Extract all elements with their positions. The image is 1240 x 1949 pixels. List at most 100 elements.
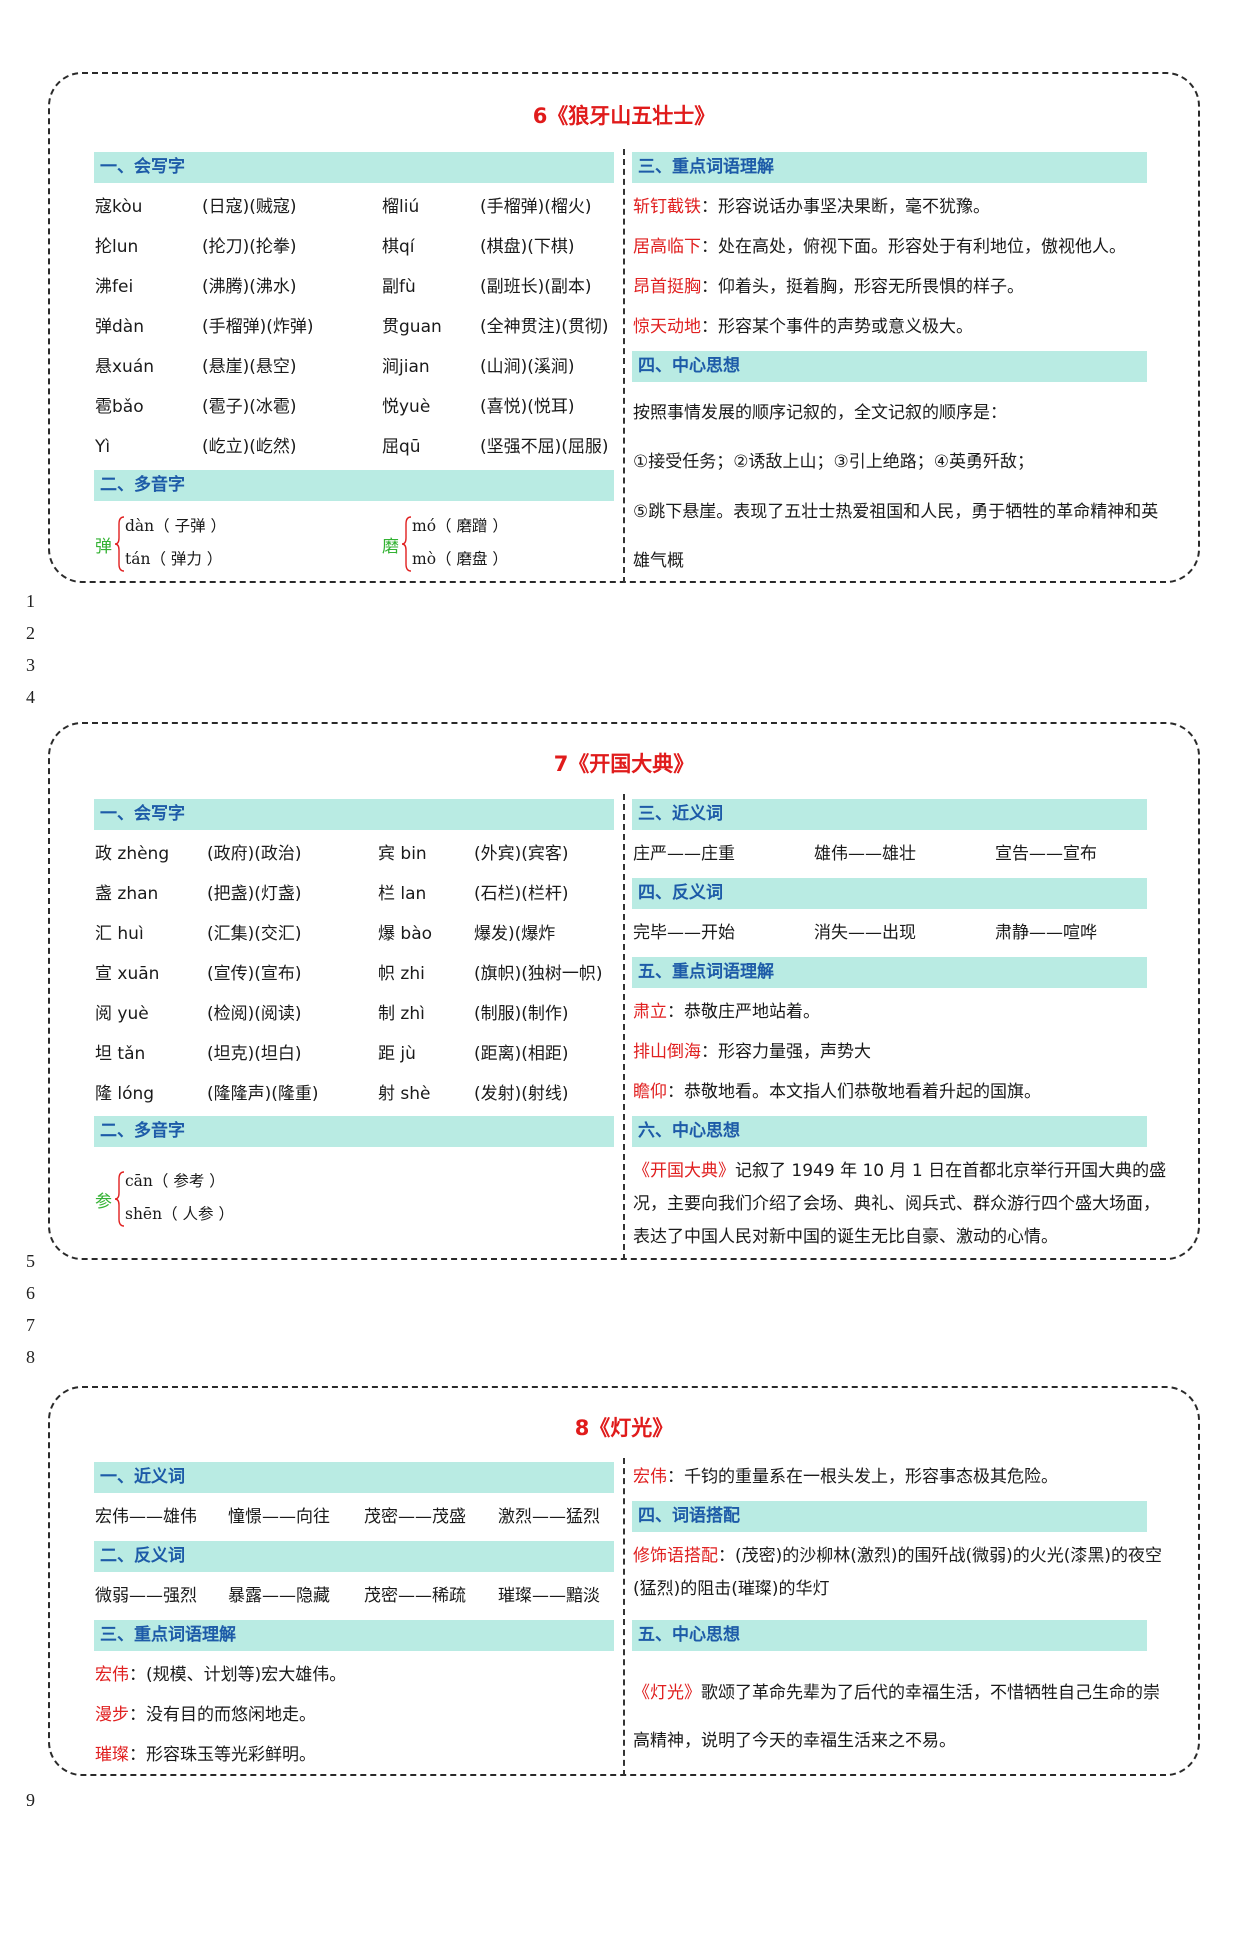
char-words: (日寇)(贼寇) [202, 197, 297, 217]
main-idea-line: 雄气概 [633, 551, 684, 571]
line-number: 6 [26, 1283, 35, 1303]
line-number: 3 [26, 655, 35, 675]
section-header: 五、重点词语理解 [632, 957, 1147, 988]
main-idea-line: ⑤跳下悬崖。表现了五壮士热爱祖国和人民，勇于牺牲的革命精神和英 [633, 502, 1159, 522]
main-idea-line: 《开国大典》记叙了 1949 年 10 月 1 日在首都北京举行开国大典的盛 [633, 1160, 1166, 1182]
synonym-pair: 憧憬——向往 [228, 1507, 330, 1527]
char-pinyin: 阅 yuè [95, 1004, 149, 1024]
key-term-definition: ：千钧的重量系在一根头发上，形容事态极其危险。 [667, 1467, 1058, 1487]
char-words: (手榴弹)(炸弹) [202, 317, 314, 337]
key-term: 宏伟 [95, 1665, 129, 1685]
polyphone-reading: shēn（ 人参 ） [125, 1205, 234, 1223]
lesson-8-title: 8《灯光》 [574, 1416, 674, 1440]
column-divider [623, 1458, 625, 1776]
key-term-line: 排山倒海：形容力量强，声势大 [633, 1041, 871, 1063]
key-term-line: 璀璨：形容珠玉等光彩鲜明。 [95, 1744, 316, 1766]
line-number: 2 [26, 623, 35, 643]
key-term: 斩钉截铁 [633, 197, 701, 217]
key-term-line: 昂首挺胸：仰着头，挺着胸，形容无所畏惧的样子。 [633, 276, 1024, 298]
polyphone-char: 磨 [382, 537, 399, 557]
line-number: 9 [26, 1790, 35, 1810]
char-pinyin: 宣 xuān [95, 964, 160, 984]
key-term-definition: ：没有目的而悠闲地走。 [129, 1705, 316, 1725]
char-pinyin: 政 zhèng [95, 844, 170, 864]
key-term-definition: ：处在高处，俯视下面。形容处于有利地位，傲视他人。 [701, 237, 1126, 257]
antonym-pair: 完毕——开始 [633, 923, 735, 943]
polyphone-reading: cān（ 参考 ） [125, 1172, 225, 1190]
section-header: 一、近义词 [94, 1462, 614, 1493]
key-term: 宏伟 [633, 1467, 667, 1487]
main-idea-text: 歌颂了革命先辈为了后代的幸福生活，不惜牺牲自己生命的崇 [701, 1683, 1160, 1703]
lesson-6-title: 6《狼牙山五壮士》 [532, 104, 716, 128]
char-words: (山涧)(溪涧) [480, 357, 575, 377]
char-words: (检阅)(阅读) [207, 1004, 302, 1024]
lesson-8-card: 8《灯光》 一、近义词 宏伟——雄伟 憧憬——向往 茂密——茂盛 激烈——猛烈 … [48, 1386, 1200, 1776]
char-words: (发射)(射线) [474, 1084, 569, 1104]
section-header: 二、多音字 [94, 1116, 614, 1147]
char-pinyin: 制 zhì [378, 1004, 425, 1024]
section-header: 四、词语搭配 [632, 1501, 1147, 1532]
char-pinyin: 栏 lan [378, 884, 427, 904]
section-header: 二、多音字 [94, 470, 614, 501]
synonym-pair: 庄严——庄重 [633, 844, 735, 864]
lesson-7-card: 7《开国大典》 一、会写字 政 zhèng (政府)(政治) 宾 bin (外宾… [48, 722, 1200, 1260]
key-term: 漫步 [95, 1705, 129, 1725]
char-words: (距离)(相距) [474, 1044, 569, 1064]
char-pinyin: 盏 zhan [95, 884, 159, 904]
section-header: 三、重点词语理解 [94, 1620, 614, 1651]
char-pinyin: 爆 bào [378, 924, 433, 944]
key-term-definition: ：恭敬庄严地站着。 [667, 1002, 820, 1022]
key-term-line: 惊天动地：形容某个事件的声势或意义极大。 [633, 316, 973, 338]
key-term: 排山倒海 [633, 1042, 701, 1062]
antonym-pair: 暴露——隐藏 [228, 1586, 330, 1606]
key-term-line: 宏伟：(规模、计划等)宏大雄伟。 [95, 1664, 346, 1686]
main-idea-text: 记叙了 1949 年 10 月 1 日在首都北京举行开国大典的盛 [735, 1161, 1167, 1181]
main-idea-line: 《灯光》歌颂了革命先辈为了后代的幸福生活，不惜牺牲自己生命的崇 [633, 1682, 1160, 1704]
char-words: (沸腾)(沸水) [202, 277, 297, 297]
key-term-line: 宏伟：千钧的重量系在一根头发上，形容事态极其危险。 [633, 1466, 1058, 1488]
char-pinyin: 副fù [382, 277, 416, 297]
key-term-definition: ：形容力量强，声势大 [701, 1042, 871, 1062]
key-term-line: 居高临下：处在高处，俯视下面。形容处于有利地位，傲视他人。 [633, 236, 1126, 258]
polyphone-reading: mó（ 磨蹭 ） [412, 517, 508, 535]
char-words: (石栏)(栏杆) [474, 884, 569, 904]
polyphone-reading: tán（ 弹力 ） [125, 550, 223, 568]
section-header: 四、反义词 [632, 878, 1147, 909]
section-header: 一、会写字 [94, 799, 614, 830]
column-divider [623, 794, 625, 1260]
main-idea-line: 按照事情发展的顺序记叙的，全文记叙的顺序是： [633, 403, 1007, 423]
key-term-definition: ：仰着头，挺着胸，形容无所畏惧的样子。 [701, 277, 1024, 297]
antonym-pair: 璀璨——黯淡 [498, 1586, 600, 1606]
polyphone-reading: mò（ 磨盘 ） [412, 550, 508, 568]
char-pinyin: 贯guan [382, 317, 442, 337]
section-header: 五、中心思想 [632, 1620, 1147, 1651]
char-pinyin: 帜 zhi [378, 964, 425, 984]
char-words: (把盏)(灯盏) [207, 884, 302, 904]
collocation-line: (猛烈)的阻击(璀璨)的华灯 [633, 1579, 830, 1599]
char-pinyin: 射 shè [378, 1084, 431, 1104]
char-pinyin: 棋qí [382, 237, 415, 257]
brace-icon [115, 1171, 125, 1227]
char-pinyin: 汇 huì [95, 924, 144, 944]
char-pinyin: 距 jù [378, 1044, 416, 1064]
char-words: (雹子)(冰雹) [202, 397, 297, 417]
section-header: 一、会写字 [94, 152, 614, 183]
key-term-line: 漫步：没有目的而悠闲地走。 [95, 1704, 316, 1726]
section-header: 三、重点词语理解 [632, 152, 1147, 183]
char-pinyin: Yì [95, 437, 111, 457]
synonym-pair: 宏伟——雄伟 [95, 1507, 197, 1527]
char-words: (屹立)(屹然) [202, 437, 297, 457]
key-term-definition: ：形容珠玉等光彩鲜明。 [129, 1745, 316, 1765]
char-pinyin: 沸fei [95, 277, 134, 297]
key-term-line: 斩钉截铁：形容说话办事坚决果断，毫不犹豫。 [633, 196, 990, 218]
char-words: (抡刀)(抡拳) [202, 237, 297, 257]
main-idea-line: 高精神，说明了今天的幸福生活来之不易。 [633, 1731, 956, 1751]
char-words: 爆发)(爆炸 [474, 924, 556, 944]
key-term-definition: ：(规模、计划等)宏大雄伟。 [129, 1665, 347, 1685]
polyphone-char: 参 [95, 1192, 112, 1212]
char-pinyin: 隆 lóng [95, 1084, 155, 1104]
char-words: (隆隆声)(隆重) [207, 1084, 319, 1104]
char-words: (政府)(政治) [207, 844, 302, 864]
text-title: 《灯光》 [633, 1683, 701, 1703]
char-pinyin: 抡lun [95, 237, 139, 257]
